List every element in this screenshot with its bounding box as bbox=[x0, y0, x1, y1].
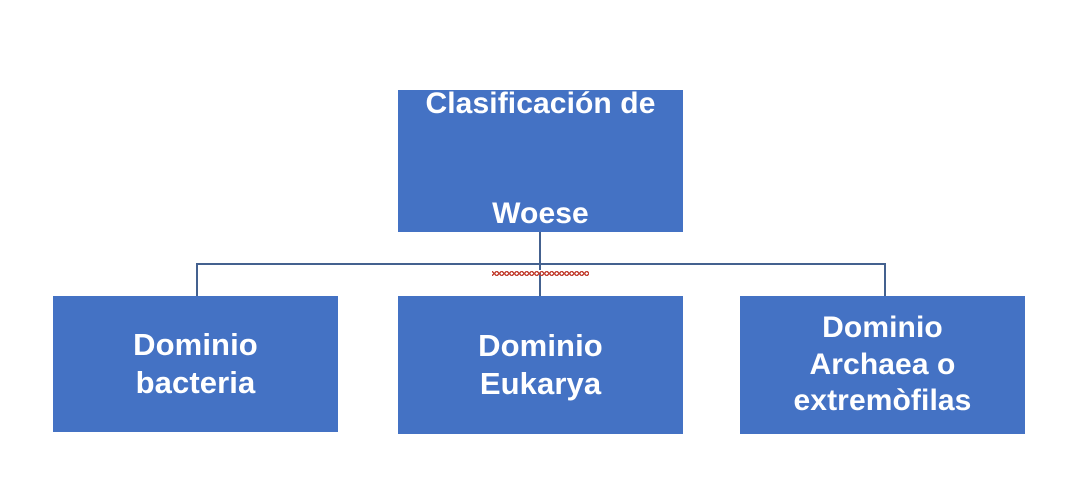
node-root-clasificacion-de-woese[interactable]: Clasificación de Woese bbox=[398, 87, 683, 276]
connector-drop-bacteria bbox=[196, 263, 198, 297]
connector-horizontal-bar bbox=[196, 263, 886, 265]
node-dominio-bacteria-label: Dominio bacteria bbox=[133, 327, 258, 400]
connector-drop-eukarya bbox=[539, 263, 541, 297]
node-dominio-bacteria[interactable]: Dominio bacteria bbox=[53, 296, 338, 432]
node-root-label: Clasificación de Woese bbox=[425, 49, 656, 276]
node-dominio-archaea-label: Dominio Archaea o extremòfilas bbox=[793, 311, 972, 418]
connector-root-stem bbox=[539, 232, 541, 265]
node-root-label-line2-underlined: Woese bbox=[492, 159, 589, 276]
node-root-label-line2-text: Woese bbox=[492, 196, 589, 230]
node-dominio-eukarya[interactable]: Dominio Eukarya bbox=[398, 296, 683, 434]
spellcheck-squiggle-icon bbox=[492, 270, 589, 276]
node-dominio-eukarya-label: Dominio Eukarya bbox=[478, 328, 603, 401]
node-dominio-archaea[interactable]: Dominio Archaea o extremòfilas bbox=[740, 296, 1025, 434]
connector-drop-archaea bbox=[884, 263, 886, 297]
node-root-label-line1: Clasificación de bbox=[425, 86, 656, 120]
